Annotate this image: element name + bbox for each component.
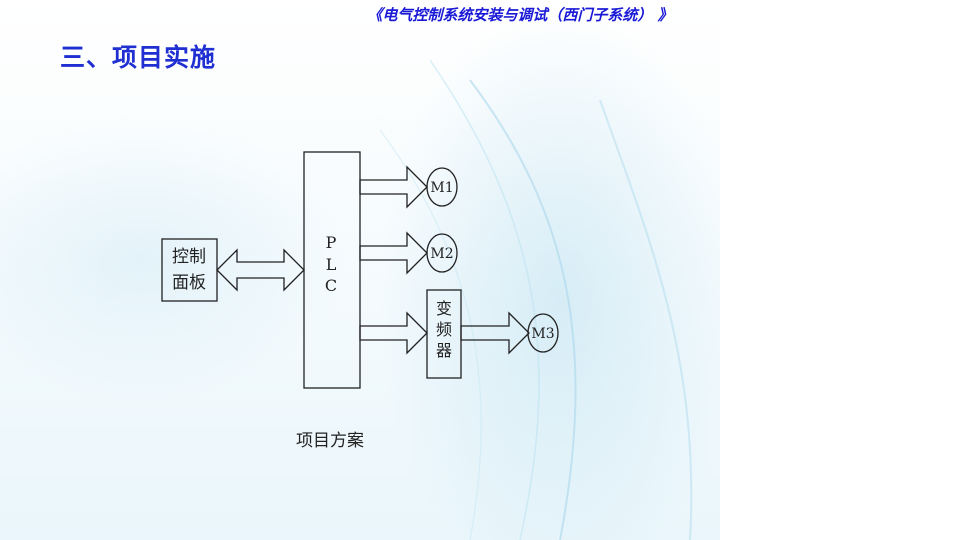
plc-inverter-arrow — [359, 311, 428, 355]
plc-m1-arrow — [359, 165, 428, 209]
motor-m2-label: M2 — [430, 246, 453, 262]
inverter-label-char1: 变 — [436, 299, 452, 318]
background-swirl — [379, 59, 693, 540]
inverter-label-char3: 器 — [436, 341, 452, 360]
plc-letter-c: C — [325, 276, 337, 295]
plc-letter-l: L — [326, 255, 337, 274]
motor-m1-label: M1 — [430, 180, 453, 196]
plc-m2-arrow — [359, 231, 428, 275]
project-scheme-diagram: 控制 面板 P L C 变 频 器 M1 M2 M3 — [161, 151, 559, 389]
inverter-m3-arrow — [460, 311, 530, 355]
motor-m2-circle — [426, 233, 458, 273]
section-heading: 三、项目实施 — [60, 43, 217, 72]
motor-m3-label: M3 — [531, 326, 554, 342]
diagram-caption: 项目方案 — [296, 431, 364, 451]
motor-m1-circle — [426, 167, 458, 207]
control-panel-label-line2: 面板 — [172, 273, 206, 293]
inverter-label-char2: 频 — [436, 320, 452, 339]
control-panel-label-line1: 控制 — [172, 247, 206, 267]
course-title: 《电气控制系统安装与调试（西门子系统） 》 — [367, 6, 673, 24]
motor-m3-circle — [527, 313, 559, 353]
panel-plc-double-arrow — [216, 248, 305, 292]
plc-letter-p: P — [326, 233, 337, 252]
